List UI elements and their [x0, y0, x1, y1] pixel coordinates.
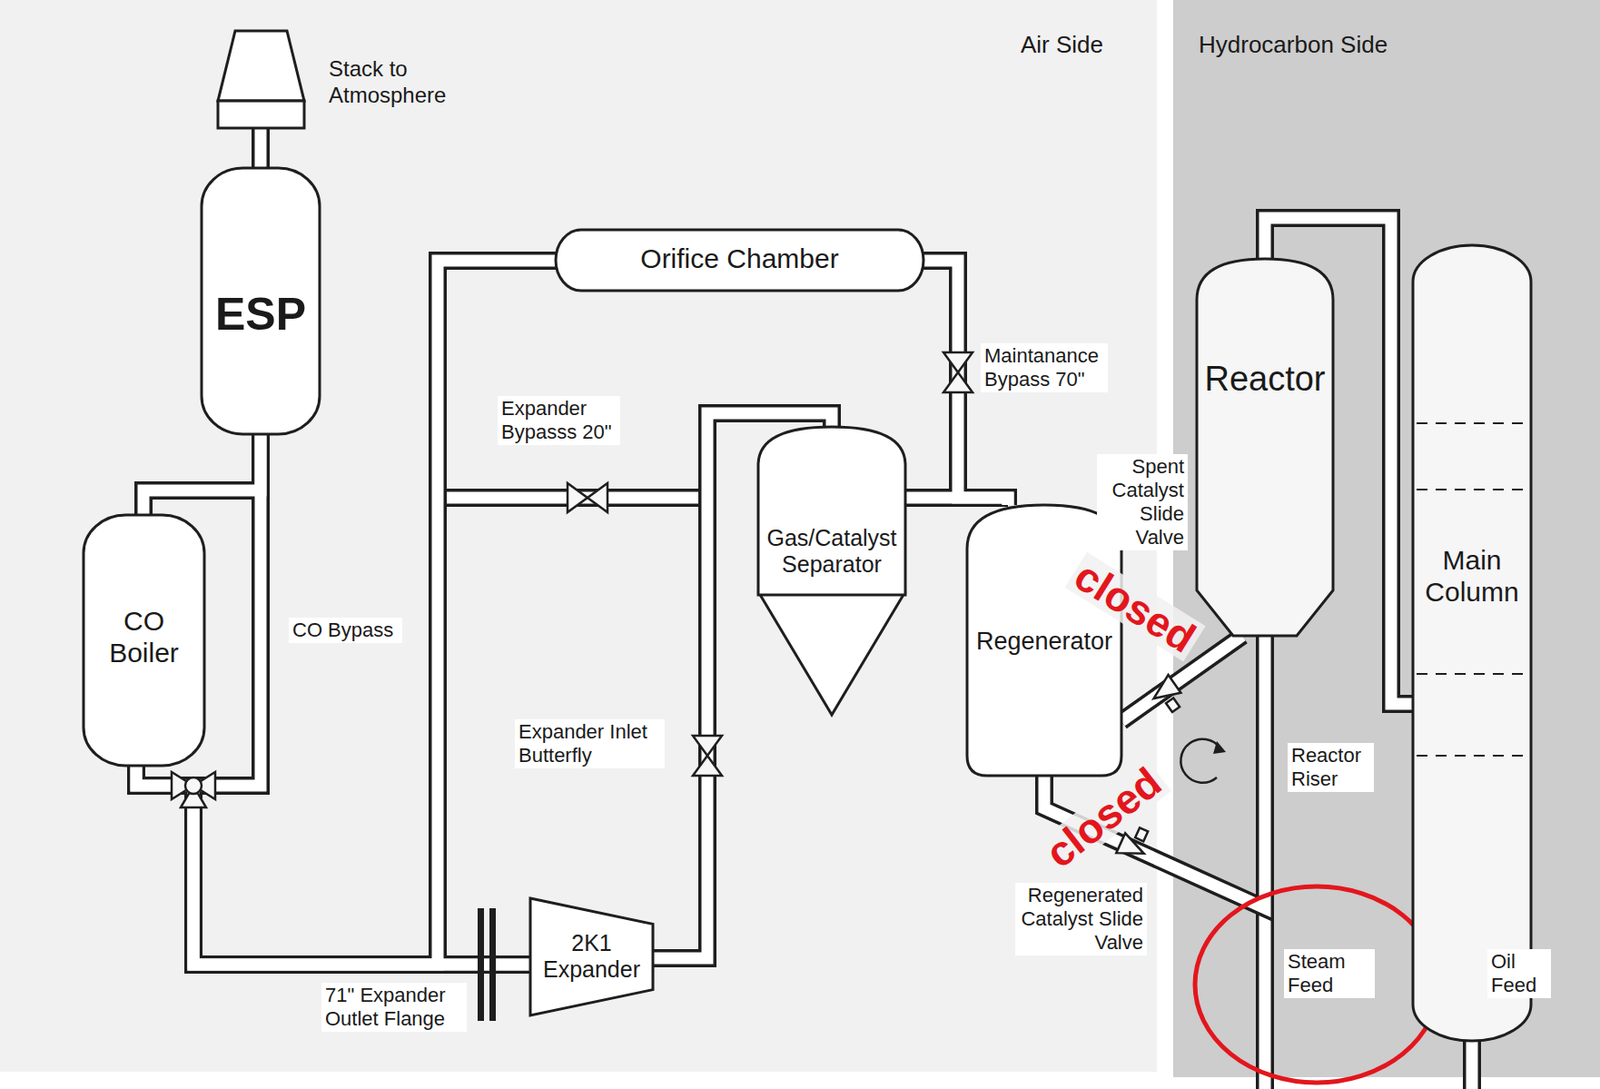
pipe-bore	[193, 434, 531, 965]
flange-plate	[477, 908, 484, 1021]
hydrocarbon-side-panel	[1173, 0, 1600, 1077]
vessel-outline	[83, 514, 205, 766]
pipe-connector	[905, 497, 1008, 505]
node-label: ESP	[215, 288, 307, 342]
shape-outline	[1412, 245, 1531, 1041]
orifice-chamber: Orifice Chamber	[555, 229, 924, 291]
node-label: Regenerator	[976, 627, 1113, 656]
oil-feed-bore	[1466, 1035, 1479, 1089]
chamber-outline	[555, 229, 924, 291]
flange-label: 71" Expander Outlet Flange	[321, 982, 467, 1032]
highlight-ellipse	[1195, 886, 1439, 1083]
shape-outline	[217, 30, 305, 129]
node-shape	[217, 30, 305, 129]
feed-label: Oil Feed	[1487, 948, 1551, 998]
region-title: Air Side	[1020, 30, 1104, 60]
esp-vessel: ESP	[201, 167, 320, 435]
separator-vessel: Gas/Catalyst Separator	[758, 426, 906, 595]
node-label: Orifice Chamber	[640, 243, 839, 276]
node-label: CO Boiler	[100, 605, 188, 669]
node-label: 2K1 Expander	[541, 929, 643, 983]
slide-valve-gate	[1165, 698, 1180, 713]
vessel-outline	[758, 426, 906, 595]
valve-label: Spent Catalyst Slide Valve	[1096, 454, 1188, 551]
pipe-connector	[143, 434, 261, 515]
node-shape	[1412, 245, 1531, 1041]
separator-cone	[759, 592, 905, 715]
three-way-valve-hub	[185, 777, 202, 794]
pipe-connector	[251, 128, 270, 168]
slide-valve-gate	[1135, 827, 1148, 841]
co-boiler-vessel: CO Boiler	[83, 514, 205, 766]
pipe-label: Reactor Riser	[1287, 742, 1374, 792]
shape-outline	[758, 426, 906, 595]
node-label: Gas/Catalyst Separator	[763, 524, 900, 578]
maintenance-valve-symbol	[943, 352, 973, 393]
rotation-arrowhead	[1213, 740, 1226, 754]
valve-label: Maintanance Bypass 70"	[980, 343, 1108, 393]
tray-line	[1416, 672, 1528, 675]
pipe-walls	[136, 128, 1413, 965]
stack-base	[217, 100, 305, 129]
pipe-bore	[905, 497, 1008, 505]
shape-outline	[1196, 258, 1334, 636]
oil-feed-pipe	[1462, 1035, 1482, 1089]
turbine-outline	[530, 898, 653, 1016]
node-label: Main Column	[1421, 544, 1523, 608]
tray-line	[1416, 754, 1528, 757]
valve-label: Expander Bypasss 20"	[497, 395, 621, 445]
pipe-bore	[143, 434, 261, 515]
pipe-bores	[136, 128, 1413, 965]
line-label: CO Bypass	[288, 617, 403, 643]
reactor-vessel: Reactor	[1196, 258, 1334, 636]
feed-label: Steam Feed	[1283, 948, 1375, 998]
air-side-panel	[0, 0, 1157, 1072]
status-annotation: closed	[1035, 758, 1171, 878]
rotation-arrow	[1180, 739, 1221, 783]
valve-label: Regenerated Catalyst Slide Valve	[1015, 882, 1147, 956]
vessel-outline	[1196, 258, 1334, 636]
bypass-valve-symbol	[567, 483, 608, 513]
shape-outline	[555, 229, 924, 291]
riser-pipe	[1255, 903, 1275, 1089]
node-label: Reactor	[1204, 359, 1325, 400]
butterfly-valve-symbol	[692, 735, 722, 776]
pipe-connector	[193, 434, 531, 965]
node-shape	[1196, 258, 1334, 636]
status-annotation: closed	[1065, 552, 1206, 662]
slide-valve-symbol	[1147, 674, 1188, 717]
pipe-bore	[255, 128, 267, 168]
vessel-outline	[201, 167, 320, 435]
region-title: Hydrocarbon Side	[1198, 30, 1388, 60]
expander-turbine: 2K1 Expander	[530, 898, 653, 1016]
main-column: Main Column	[1412, 245, 1531, 1041]
shape-outline	[83, 514, 205, 766]
stack-cone	[217, 30, 305, 101]
column-outline	[1412, 245, 1531, 1041]
flange-plate	[489, 908, 496, 1021]
tray-line	[1416, 422, 1528, 425]
valve-label: Expander Inlet Butterfly	[514, 719, 665, 769]
shape-outline	[201, 167, 320, 435]
riser-bore	[1259, 903, 1272, 1089]
node-label: Stack to Atmosphere	[328, 56, 461, 109]
tray-line	[1416, 488, 1528, 491]
shape-outline	[530, 898, 653, 1016]
stack-shape: Stack to Atmosphere	[217, 30, 305, 129]
